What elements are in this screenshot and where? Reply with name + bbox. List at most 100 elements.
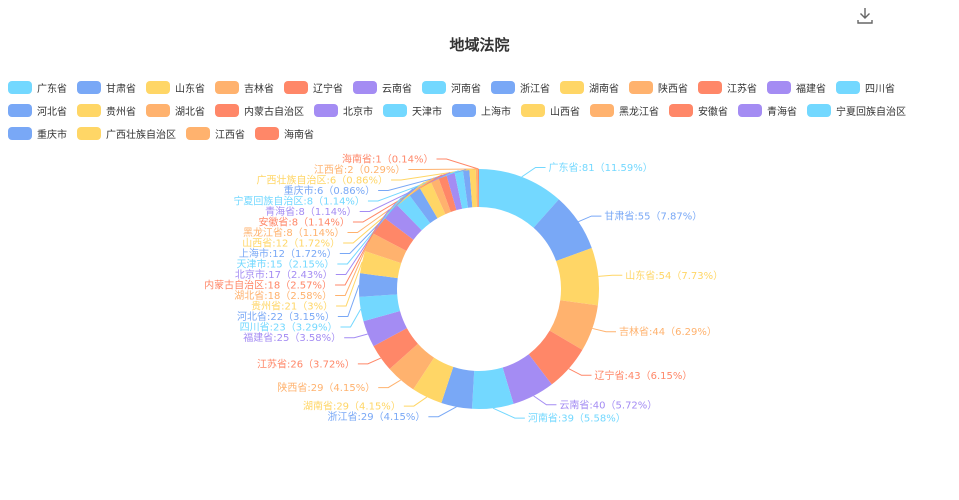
pie-slice[interactable] bbox=[365, 233, 407, 264]
legend-item[interactable]: 海南省 bbox=[255, 126, 314, 141]
legend-label: 云南省 bbox=[382, 83, 412, 95]
slice-label: 贵州省:21（3%） bbox=[251, 300, 333, 313]
pie-slice[interactable] bbox=[479, 169, 559, 228]
legend-swatch bbox=[314, 103, 338, 117]
legend-swatch bbox=[807, 103, 831, 117]
legend-swatch bbox=[77, 126, 101, 140]
legend-label: 河北省 bbox=[37, 106, 67, 118]
slice-label: 江苏省:26（3.72%） bbox=[257, 357, 355, 370]
pie-slice[interactable] bbox=[363, 311, 407, 347]
pie-slice[interactable] bbox=[418, 179, 446, 219]
legend-label: 福建省 bbox=[796, 83, 826, 95]
legend-item[interactable]: 宁夏回族自治区 bbox=[807, 103, 906, 118]
legend-item[interactable]: 云南省 bbox=[353, 80, 412, 95]
legend-item[interactable]: 甘肃省 bbox=[77, 80, 136, 95]
legend-item[interactable]: 安徽省 bbox=[669, 103, 728, 118]
legend-label: 江西省 bbox=[215, 129, 245, 141]
label-leader-line bbox=[378, 379, 402, 389]
slice-label: 湖南省:29（4.15%） bbox=[303, 400, 401, 413]
legend-label: 山西省 bbox=[550, 106, 580, 118]
legend-label: 江苏省 bbox=[727, 83, 757, 95]
slice-label: 安徽省:8（1.14%） bbox=[258, 216, 350, 229]
legend-label: 黑龙江省 bbox=[619, 106, 659, 118]
legend-item[interactable]: 浙江省 bbox=[491, 80, 550, 95]
legend-swatch bbox=[836, 80, 860, 94]
legend-item[interactable]: 北京市 bbox=[314, 103, 373, 118]
pie-slice[interactable] bbox=[502, 354, 552, 404]
pie-slice[interactable] bbox=[373, 328, 418, 370]
legend-item[interactable]: 山东省 bbox=[146, 80, 205, 95]
pie-slice[interactable] bbox=[533, 199, 592, 262]
legend-item[interactable]: 江苏省 bbox=[698, 80, 757, 95]
legend-item[interactable]: 河北省 bbox=[8, 103, 67, 118]
label-leader-line bbox=[578, 215, 602, 223]
slice-label: 山西省:12（1.72%） bbox=[242, 237, 340, 250]
legend-label: 广东省 bbox=[37, 83, 67, 95]
legend-swatch bbox=[383, 103, 407, 117]
legend-item[interactable]: 重庆市 bbox=[8, 126, 67, 141]
download-icon[interactable] bbox=[854, 4, 876, 26]
legend-item[interactable]: 福建省 bbox=[767, 80, 826, 95]
legend-swatch bbox=[8, 103, 32, 117]
legend-item[interactable]: 天津市 bbox=[383, 103, 442, 118]
pie-slice[interactable] bbox=[528, 330, 583, 385]
legend-item[interactable]: 广西壮族自治区 bbox=[77, 126, 176, 141]
legend-swatch bbox=[767, 80, 791, 94]
pie-slice[interactable] bbox=[469, 169, 477, 208]
pie-slice[interactable] bbox=[395, 192, 431, 231]
legend-label: 湖南省 bbox=[589, 83, 619, 95]
legend-item[interactable]: 黑龙江省 bbox=[590, 103, 659, 118]
pie-slice[interactable] bbox=[359, 273, 398, 297]
pie-slice[interactable] bbox=[360, 251, 402, 279]
legend-item[interactable]: 四川省 bbox=[836, 80, 895, 95]
legend-item[interactable]: 湖南省 bbox=[560, 80, 619, 95]
legend-label: 青海省 bbox=[767, 106, 797, 118]
pie-slice[interactable] bbox=[437, 173, 457, 212]
pie-slice[interactable] bbox=[359, 294, 401, 322]
legend-item[interactable]: 上海市 bbox=[452, 103, 511, 118]
legend-item[interactable]: 辽宁省 bbox=[284, 80, 343, 95]
legend-item[interactable]: 内蒙古自治区 bbox=[215, 103, 304, 118]
legend-label: 辽宁省 bbox=[313, 83, 343, 95]
download-glyph bbox=[857, 8, 873, 24]
label-leader-line bbox=[340, 308, 362, 328]
legend-item[interactable]: 湖北省 bbox=[146, 103, 205, 118]
slice-label: 江西省:2（0.29%） bbox=[314, 163, 406, 176]
pie-slice[interactable] bbox=[454, 170, 468, 209]
pie-slice[interactable] bbox=[413, 357, 454, 403]
legend-swatch bbox=[491, 80, 515, 94]
pie-slice[interactable] bbox=[441, 366, 475, 409]
pie-slice[interactable] bbox=[471, 367, 514, 409]
pie-slice[interactable] bbox=[429, 176, 451, 215]
legend-item[interactable]: 青海省 bbox=[738, 103, 797, 118]
pie-slice[interactable] bbox=[475, 169, 479, 208]
pie-slice[interactable] bbox=[407, 185, 438, 224]
pie-slice[interactable] bbox=[477, 169, 479, 208]
legend-item[interactable]: 河南省 bbox=[422, 80, 481, 95]
slice-label: 宁夏回族自治区:8（1.14%） bbox=[233, 195, 365, 208]
legend-item[interactable]: 吉林省 bbox=[215, 80, 274, 95]
slice-label: 四川省:23（3.29%） bbox=[240, 321, 338, 334]
legend-item[interactable]: 山西省 bbox=[521, 103, 580, 118]
legend-item[interactable]: 广东省 bbox=[8, 80, 67, 95]
slice-label: 北京市:17（2.43%） bbox=[235, 268, 333, 281]
pie-slice[interactable] bbox=[549, 300, 598, 350]
pie-slice[interactable] bbox=[556, 248, 599, 306]
legend-label: 海南省 bbox=[284, 129, 314, 141]
legend-item[interactable]: 贵州省 bbox=[77, 103, 136, 118]
label-leader-line bbox=[568, 368, 592, 376]
legend-item[interactable]: 陕西省 bbox=[629, 80, 688, 95]
pie-slice[interactable] bbox=[383, 203, 422, 240]
legend-label: 湖北省 bbox=[175, 106, 205, 118]
slice-label: 辽宁省:43（6.15%） bbox=[595, 369, 693, 382]
legend-item[interactable]: 江西省 bbox=[186, 126, 245, 141]
legend-swatch bbox=[146, 103, 170, 117]
pie-slice[interactable] bbox=[445, 171, 463, 211]
legend-swatch bbox=[77, 103, 101, 117]
pie-slice[interactable] bbox=[462, 169, 473, 208]
slice-label: 河南省:39（5.58%） bbox=[528, 412, 626, 425]
slice-label: 浙江省:29（4.15%） bbox=[327, 410, 425, 423]
pie-slice[interactable] bbox=[372, 216, 414, 251]
slice-label: 青海省:8（1.14%） bbox=[265, 205, 357, 218]
pie-slice[interactable] bbox=[389, 343, 435, 390]
